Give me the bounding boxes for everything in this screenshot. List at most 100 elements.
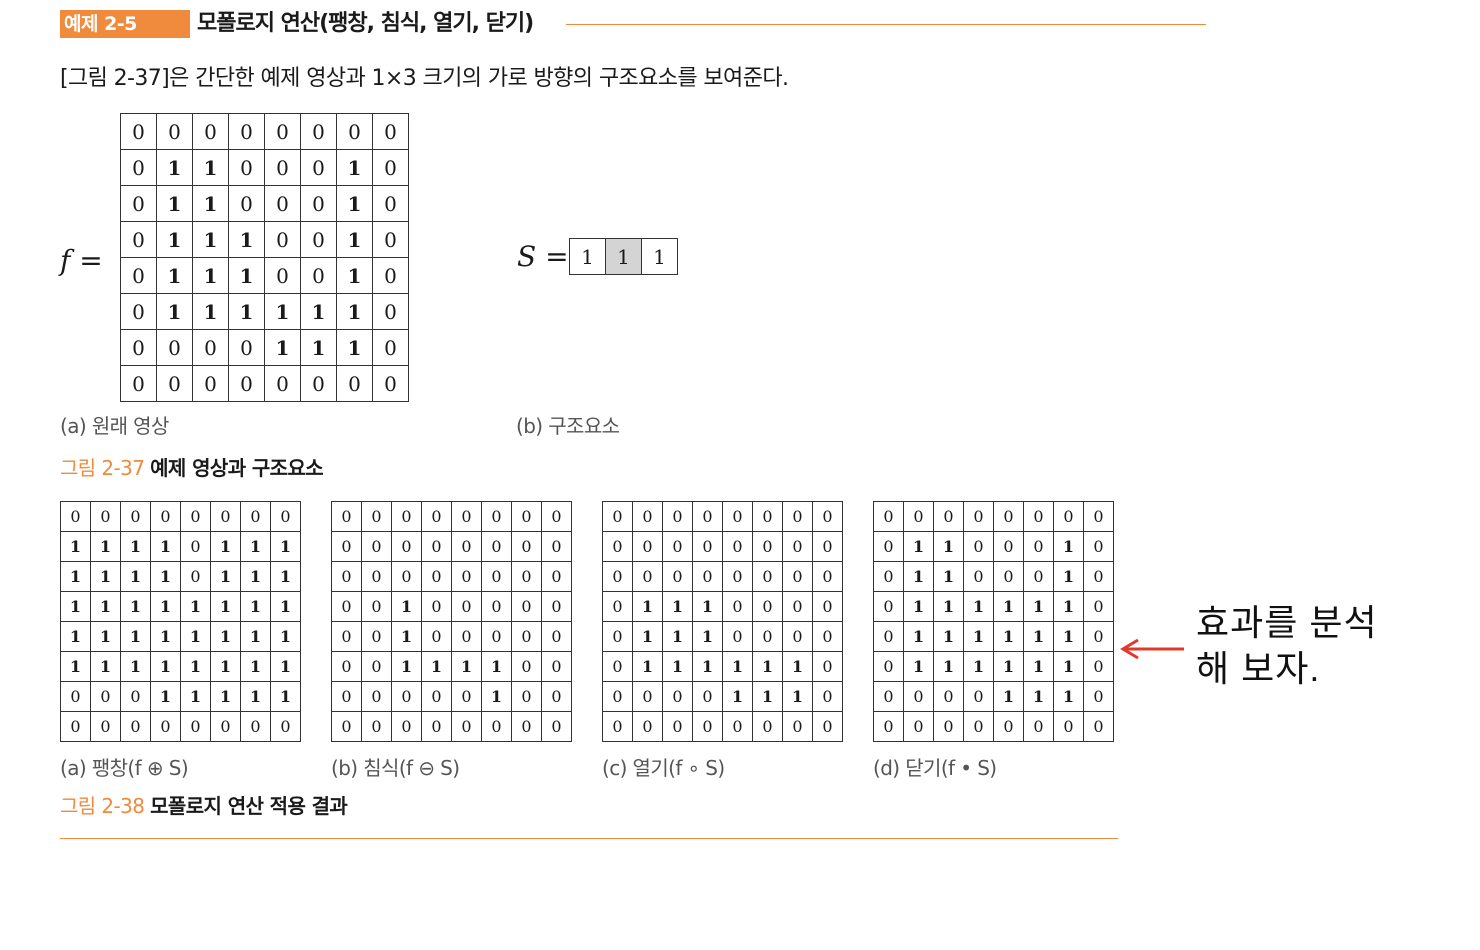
f-label: f =: [60, 244, 103, 277]
matrix-cell: 0: [963, 501, 994, 532]
matrix-cell: 0: [372, 329, 409, 366]
matrix-cell: 1: [632, 651, 663, 682]
matrix-cell: 0: [228, 329, 265, 366]
matrix-cell: 0: [722, 711, 753, 742]
matrix-cell: 0: [602, 561, 633, 592]
matrix-cell: 1: [210, 591, 241, 622]
matrix-cell: 0: [873, 501, 904, 532]
matrix-cell: 0: [264, 113, 301, 150]
matrix-cell: 0: [120, 365, 157, 402]
matrix-cell: 1: [692, 621, 723, 652]
matrix-cell: 0: [120, 113, 157, 150]
matrix-cell: 0: [372, 185, 409, 222]
matrix-cell: 1: [336, 257, 373, 294]
matrix-cell: 1: [632, 621, 663, 652]
matrix-cell: 0: [270, 711, 301, 742]
matrix-cell: 0: [228, 185, 265, 222]
figure-2-38-caption: 그림 2-38 모폴로지 연산 적용 결과: [60, 790, 348, 819]
matrix-cell: 1: [1023, 591, 1054, 622]
matrix-cell: 0: [692, 681, 723, 712]
matrix-cell: 1: [903, 531, 934, 562]
matrix-cell: 0: [1083, 501, 1114, 532]
matrix-cell: 0: [993, 531, 1024, 562]
matrix-cell: 0: [1053, 711, 1084, 742]
matrix-cell: 1: [192, 185, 229, 222]
matrix-cell: 1: [933, 651, 964, 682]
matrix-cell: 0: [372, 257, 409, 294]
matrix-cell: 1: [300, 329, 337, 366]
matrix-cell: 0: [60, 711, 91, 742]
matrix-cell: 0: [963, 681, 994, 712]
matrix-cell: 0: [331, 561, 362, 592]
matrix-cell: 0: [873, 561, 904, 592]
matrix-cell: 0: [90, 501, 121, 532]
matrix-cell: 1: [180, 621, 211, 652]
matrix-cell: 0: [511, 591, 542, 622]
matrix-cell: 1: [270, 681, 301, 712]
matrix-cell: 1: [210, 651, 241, 682]
matrix-cell: 0: [156, 329, 193, 366]
matrix-cell: 1: [192, 257, 229, 294]
matrix-cell: 0: [451, 561, 482, 592]
matrix-cell: 1: [1053, 621, 1084, 652]
matrix-cell: 0: [331, 501, 362, 532]
matrix-cell: 1: [90, 651, 121, 682]
matrix-cell: 0: [602, 681, 633, 712]
structuring-element-center: 1: [605, 238, 642, 275]
matrix-cell: 1: [210, 681, 241, 712]
matrix-cell: 1: [722, 681, 753, 712]
matrix-cell: 1: [391, 651, 422, 682]
matrix-cell: 0: [391, 711, 422, 742]
matrix-cell: 0: [1083, 681, 1114, 712]
matrix-cell: 0: [602, 531, 633, 562]
matrix-cell: 0: [993, 711, 1024, 742]
matrix-cell: 0: [782, 591, 813, 622]
matrix-cell: 0: [391, 501, 422, 532]
matrix-cell: 1: [421, 651, 452, 682]
matrix-cell: 0: [993, 561, 1024, 592]
matrix-cell: 0: [873, 651, 904, 682]
matrix-cell: 0: [180, 561, 211, 592]
figure-number: 그림 2-37: [60, 456, 145, 480]
matrix-cell: 1: [641, 238, 678, 275]
matrix-cell: 1: [782, 651, 813, 682]
matrix-cell: 1: [933, 591, 964, 622]
matrix-cell: 0: [300, 185, 337, 222]
matrix-cell: 0: [1083, 711, 1114, 742]
matrix-cell: 0: [812, 651, 843, 682]
matrix-cell: 0: [782, 621, 813, 652]
matrix-cell: 1: [60, 561, 91, 592]
matrix-cell: 1: [240, 561, 271, 592]
matrix-cell: 0: [903, 501, 934, 532]
matrix-cell: 0: [336, 365, 373, 402]
matrix-cell: 1: [632, 591, 663, 622]
matrix-cell: 1: [270, 591, 301, 622]
matrix-cell: 0: [300, 149, 337, 186]
matrix-cell: 1: [150, 531, 181, 562]
matrix-cell: 0: [752, 501, 783, 532]
matrix-cell: 1: [993, 681, 1024, 712]
matrix-cell: 1: [180, 651, 211, 682]
matrix-cell: 1: [993, 591, 1024, 622]
matrix-cell: 0: [812, 561, 843, 592]
matrix-cell: 0: [873, 681, 904, 712]
matrix-cell: 0: [331, 651, 362, 682]
matrix-cell: 1: [662, 591, 693, 622]
matrix-cell: 0: [228, 365, 265, 402]
annotation-note: 효과를 분석 해 보자.: [1196, 600, 1378, 692]
matrix-cell: 0: [391, 531, 422, 562]
matrix-cell: 0: [240, 501, 271, 532]
matrix-cell: 1: [963, 591, 994, 622]
